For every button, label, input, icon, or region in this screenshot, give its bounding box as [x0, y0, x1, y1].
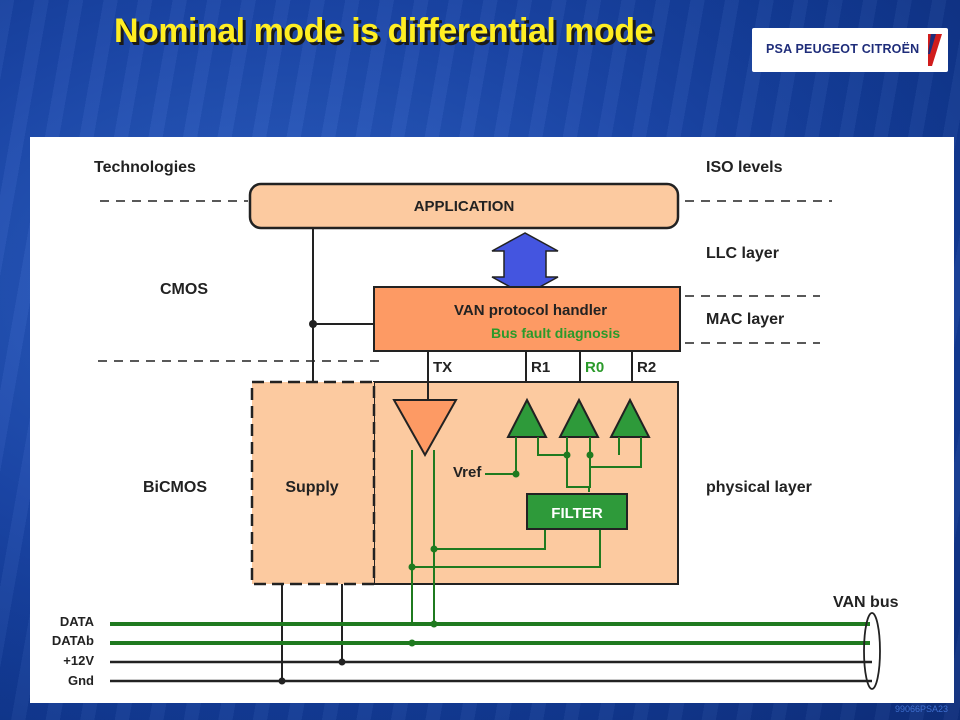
bicmos-label: BiCMOS	[143, 479, 207, 496]
diagram-panel: Technologies ISO levels CMOS BiCMOS LLC …	[30, 137, 954, 703]
data-line-label: DATA	[60, 614, 95, 629]
protocol-handler-label: VAN protocol handler	[454, 302, 607, 319]
vref-label: Vref	[453, 464, 482, 481]
tx-pin-label: TX	[433, 359, 452, 376]
pin-lines	[427, 351, 633, 383]
application-block	[248, 182, 680, 230]
supply-block	[250, 380, 376, 586]
footer-code: 99066PSA23	[894, 704, 948, 714]
filter-block	[526, 493, 628, 530]
mac-layer-label: MAC layer	[706, 311, 784, 328]
junction-dot	[309, 320, 317, 328]
plus12v-line-label: +12V	[63, 653, 94, 668]
gnd-line-label: Gnd	[68, 673, 94, 688]
slide-title: Nominal mode is differential mode	[114, 12, 653, 50]
r0-receiver-icon	[558, 397, 600, 438]
r2-pin-label: R2	[637, 359, 656, 376]
bus-bundle-icon	[863, 612, 881, 690]
llc-layer-label: LLC layer	[706, 245, 779, 262]
r1-pin-label: R1	[531, 359, 550, 376]
van-architecture-diagram: Technologies ISO levels CMOS BiCMOS LLC …	[52, 159, 899, 690]
brand-logo: PSA PEUGEOT CITROËN	[752, 28, 948, 72]
bus-lines	[110, 622, 870, 645]
supply-label: Supply	[285, 479, 338, 496]
technologies-header: Technologies	[94, 159, 196, 176]
van-protocol-handler-block	[373, 286, 681, 352]
tx-driver-icon	[392, 399, 458, 458]
application-label: APPLICATION	[414, 198, 515, 215]
level-separators	[98, 200, 832, 362]
van-bus-label: VAN bus	[833, 594, 899, 611]
datab-line-label: DATAb	[52, 633, 94, 648]
flag-icon	[928, 34, 942, 66]
r0-pin-label: R0	[585, 359, 604, 376]
iso-levels-header: ISO levels	[706, 159, 783, 176]
r2-receiver-icon	[609, 397, 651, 438]
internal-junctions	[408, 451, 594, 571]
physical-layer-label: physical layer	[706, 479, 812, 496]
r1-receiver-icon	[506, 397, 548, 438]
filter-label: FILTER	[551, 505, 603, 522]
bus-fault-label: Bus fault diagnosis	[491, 325, 620, 341]
receivers	[506, 397, 651, 438]
cmos-label: CMOS	[160, 281, 208, 298]
logo-text: PSA PEUGEOT CITROËN	[766, 42, 920, 56]
double-arrow-icon	[491, 232, 559, 296]
bus-junctions	[278, 620, 438, 685]
